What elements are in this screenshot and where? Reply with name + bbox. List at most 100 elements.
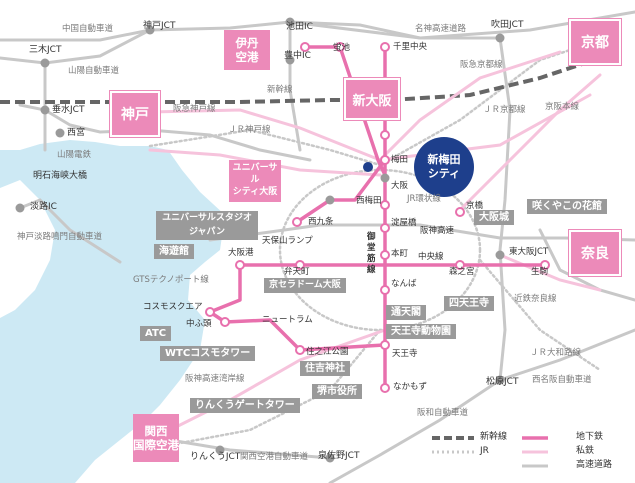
city-universal-city[interactable]: ユニバーサル シティ大阪 [229, 160, 281, 202]
st-label-morinomiya: 森之宮 [449, 267, 475, 277]
station-namba[interactable] [380, 285, 390, 295]
lbl-meishin: 名神高速道路 [415, 24, 467, 34]
lbl-jr-yamatoji: ＪＲ大和路線 [530, 348, 582, 358]
lbl-sanyo-rail: 山陽電鉄 [57, 150, 92, 160]
st-label-kyobashi: 京橋 [466, 201, 484, 211]
node-awaji-ic [15, 203, 25, 213]
lbl-jr-kyoto: ＪＲ京都線 [483, 105, 526, 115]
lbl-hanshin-wangan: 阪神高速湾岸線 [185, 374, 245, 384]
lbl-hanshin-exp: 阪神高速 [420, 226, 455, 236]
station-nishikujo[interactable] [292, 217, 302, 227]
lbl-akashi-bridge: 明石海峡大橋 [33, 171, 88, 181]
label-wtc[interactable]: WTCコスモタワー [160, 346, 256, 361]
st-label-chuo-line: 中央線 [418, 252, 444, 262]
label-shitennoji[interactable]: 四天王寺 [444, 296, 494, 311]
st-label-higashiosaka-jct: 東大阪JCT [509, 247, 549, 257]
station-kyobashi[interactable] [455, 207, 465, 217]
station-suminoe[interactable] [295, 345, 305, 355]
station-nakamozu[interactable] [380, 383, 390, 393]
hub-dot [363, 162, 373, 172]
hankyu-kobe-line [148, 108, 382, 162]
city-itami-airport[interactable]: 伊丹 空港 [224, 30, 270, 70]
lbl-hanwa-exp: 阪和自動車道 [417, 408, 469, 418]
label-kyocera[interactable]: 京セラドーム大阪 [264, 278, 346, 293]
hankyu-kyoto-line [378, 50, 562, 162]
station-itami-airport[interactable] [300, 42, 310, 52]
station-hotarugaike[interactable] [335, 42, 345, 52]
lbl-hankyu-kyoto: 阪急京都線 [460, 60, 503, 70]
lbl-shinkansen: 新幹線 [267, 85, 293, 95]
node-izumi-jct [325, 453, 335, 463]
label-usj-park[interactable]: ユニバーサルスタジオ ジャパン [156, 211, 258, 240]
city-nara[interactable]: 奈良 [569, 230, 621, 276]
awaji-island [0, 180, 55, 318]
station-osakako[interactable] [235, 260, 245, 270]
node-miki-jct [40, 58, 50, 68]
lbl-matsubara-jct: 松原JCT [486, 377, 519, 387]
label-osakajo[interactable]: 大阪城 [474, 210, 514, 225]
label-tennoji-zoo[interactable]: 天王寺動物園 [386, 324, 456, 339]
station-morinomiya[interactable] [455, 260, 465, 270]
lbl-jr-kobe: ＪＲ神戸線 [228, 125, 271, 135]
legend-subway-label: 地下鉄 [576, 432, 604, 442]
station-nakafuto[interactable] [220, 317, 230, 327]
hanwa-road [328, 378, 502, 483]
legend-swatches [432, 436, 548, 468]
hub-shin-umeda-city[interactable]: 新梅田 シティ [414, 137, 474, 197]
shinkansen-line [0, 56, 601, 104]
label-atc[interactable]: ATC [140, 326, 172, 341]
lbl-kobe-awaji: 神戸淡路鳴門自動車道 [17, 232, 103, 242]
city-kix[interactable]: 関西 国際空港 [133, 414, 179, 462]
station-umeda[interactable] [380, 155, 390, 165]
kinki-road [498, 36, 512, 382]
lbl-chugoku-exp: 中国自動車道 [62, 24, 114, 34]
node-nishikujo [325, 195, 335, 205]
st-label-nakamozu: なかもず [393, 382, 428, 392]
node-nishinomiya [55, 128, 65, 138]
st-label-cosmosquare: コスモスクエア [143, 302, 203, 312]
jr-kyoto-line [378, 38, 602, 167]
sanyo-expressway [0, 28, 152, 65]
lbl-ikeda-ic: 池田IC [286, 22, 313, 32]
label-rinku[interactable]: りんくうゲートタワー [190, 398, 300, 413]
station-senri-chuo[interactable] [380, 42, 390, 52]
node-matsubara-jct [495, 375, 505, 385]
node-ikeda-ic [285, 17, 295, 27]
st-label-newtram: ニュートラム [262, 315, 313, 325]
lbl-toyonaka-ic: 豊中IC [284, 51, 311, 61]
station-nishiumeda[interactable] [380, 200, 390, 210]
st-label-bentencho: 弁天町 [284, 267, 310, 277]
st-label-nishikujo: 西九条 [308, 217, 334, 227]
station-tennoji[interactable] [380, 340, 390, 350]
station-yodoyabashi[interactable] [380, 223, 390, 233]
st-label-yodoyabashi: 淀屋橋 [391, 218, 417, 228]
st-label-hotarugaike: 蛍池 [333, 43, 351, 53]
label-sakai[interactable]: 堺市役所 [312, 384, 362, 399]
legend-expressway-label: 高速道路 [576, 460, 613, 470]
jr-yamatoji-line [478, 258, 602, 372]
station-ikoma[interactable] [540, 260, 550, 270]
lbl-sanyo-exp: 山陽自動車道 [68, 66, 120, 76]
label-kaiyukan[interactable]: 海遊館 [154, 244, 194, 259]
station-bentencho[interactable] [295, 260, 305, 270]
station-cosmosquare[interactable] [205, 307, 215, 317]
node-toyonaka-ic [285, 55, 295, 65]
label-sakuya[interactable]: 咲くやこの花館 [527, 199, 607, 214]
st-label-ikoma: 生駒 [531, 267, 549, 277]
sennichimae-line [295, 158, 387, 224]
city-shin-osaka[interactable]: 新大阪 [344, 78, 400, 120]
station-hommachi[interactable] [380, 250, 390, 260]
st-label-suminoe: 住之江公園 [306, 347, 349, 357]
st-label-hommachi: 本町 [391, 249, 409, 259]
nara-road [538, 228, 635, 302]
nankai-line [168, 328, 387, 432]
label-tsutenkaku[interactable]: 通天閣 [386, 305, 426, 320]
city-kyoto[interactable]: 京都 [569, 19, 621, 65]
st-label-namba: なんば [391, 279, 417, 289]
city-kobe[interactable]: 神戸 [110, 91, 160, 137]
legend-private-label: 私鉄 [576, 446, 595, 456]
label-sumiyoshi[interactable]: 住吉神社 [300, 361, 350, 376]
st-label-tempozan: 天保山ランプ [262, 236, 313, 246]
station-shin-osaka[interactable] [380, 130, 390, 140]
node-jr-osaka [380, 173, 390, 183]
